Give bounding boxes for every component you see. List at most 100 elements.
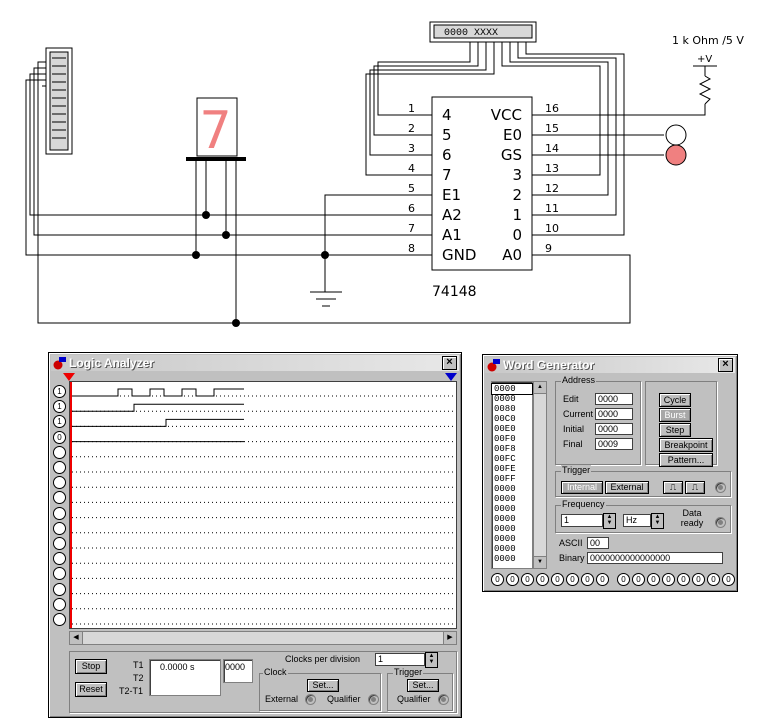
- probe-gs[interactable]: [665, 144, 687, 166]
- word-list-item[interactable]: 0080: [494, 404, 516, 414]
- bit-indicator[interactable]: 0: [506, 573, 519, 586]
- horizontal-scrollbar[interactable]: ◀ ▶: [69, 631, 457, 645]
- bit-indicator[interactable]: 0: [677, 573, 690, 586]
- hex-value: 0000: [225, 662, 246, 672]
- channel-probe[interactable]: 1: [53, 415, 66, 429]
- logic-analyzer-titlebar[interactable]: Logic Analyzer ×: [51, 355, 459, 371]
- word-list-item[interactable]: 0000: [494, 504, 516, 514]
- scroll-up-icon[interactable]: ▲: [534, 382, 546, 394]
- channel-probe[interactable]: [53, 461, 66, 474]
- bit-indicator[interactable]: 0: [647, 573, 660, 586]
- clocks-per-division-field[interactable]: 1: [375, 653, 425, 666]
- bit-indicator[interactable]: 0: [707, 573, 720, 586]
- word-list-item[interactable]: 0000: [494, 534, 516, 544]
- bit-indicator[interactable]: 0: [581, 573, 594, 586]
- clock-external-radio[interactable]: [305, 694, 316, 705]
- word-generator-titlebar[interactable]: Word Generator ×: [485, 357, 735, 373]
- channel-probe[interactable]: [53, 445, 66, 459]
- word-list-scrollbar[interactable]: ▲ ▼: [533, 381, 547, 569]
- word-list-item[interactable]: 00C0: [494, 414, 516, 424]
- external-button[interactable]: External: [605, 481, 649, 494]
- word-list-item[interactable]: 00FE: [494, 464, 516, 474]
- bit-indicator[interactable]: 0: [617, 573, 630, 586]
- stop-button[interactable]: Stop: [75, 659, 107, 674]
- word-list-item[interactable]: 0000: [494, 494, 516, 504]
- channel-probe[interactable]: [53, 521, 66, 535]
- clocks-spinner[interactable]: ▲▼: [425, 652, 438, 668]
- scroll-left-icon[interactable]: ◀: [70, 632, 83, 644]
- internal-button[interactable]: Internal: [561, 481, 603, 494]
- rising-edge-icon[interactable]: ⎍: [663, 481, 683, 494]
- t2-marker-icon[interactable]: [445, 373, 457, 381]
- reset-button[interactable]: Reset: [75, 682, 107, 697]
- bit-indicator[interactable]: 0: [521, 573, 534, 586]
- clock-qualifier-radio[interactable]: [368, 694, 379, 705]
- pattern-button[interactable]: Pattern...: [659, 453, 713, 467]
- word-list-item[interactable]: 00F0: [494, 434, 516, 444]
- trigger-radio[interactable]: [715, 482, 726, 493]
- word-list-item[interactable]: 00FF: [494, 474, 516, 484]
- edit-field[interactable]: 0000: [595, 393, 633, 405]
- channel-probe[interactable]: 0: [53, 430, 66, 444]
- frequency-unit-field[interactable]: Hz: [623, 514, 651, 527]
- falling-edge-icon[interactable]: ⎍: [685, 481, 705, 494]
- channel-probe[interactable]: 1: [53, 400, 66, 414]
- word-generator-connector[interactable]: 0000 XXXX: [429, 21, 537, 43]
- t1-marker-icon[interactable]: [63, 373, 75, 381]
- bit-indicator[interactable]: 0: [491, 573, 504, 586]
- channel-probe[interactable]: [53, 506, 66, 520]
- final-field[interactable]: 0009: [595, 438, 633, 450]
- initial-field[interactable]: 0000: [595, 423, 633, 435]
- bit-indicator[interactable]: 0: [632, 573, 645, 586]
- waveform-display[interactable]: [69, 381, 457, 629]
- step-button[interactable]: Step: [659, 423, 691, 437]
- bit-indicator[interactable]: 0: [596, 573, 609, 586]
- channel-probe[interactable]: [53, 597, 66, 611]
- ascii-field[interactable]: 00: [587, 537, 609, 549]
- burst-button[interactable]: Burst: [659, 408, 691, 422]
- scroll-right-icon[interactable]: ▶: [443, 632, 456, 644]
- word-list-item[interactable]: 00F8: [494, 444, 516, 454]
- word-list-item[interactable]: 00E0: [494, 424, 516, 434]
- word-list-item[interactable]: 0000: [494, 394, 516, 404]
- data-ready-radio[interactable]: [715, 517, 726, 528]
- channel-probe[interactable]: [53, 552, 66, 566]
- word-list-item[interactable]: 0000: [494, 524, 516, 534]
- word-list-item[interactable]: 0000: [494, 484, 516, 494]
- close-icon[interactable]: ×: [442, 356, 457, 370]
- channel-probe[interactable]: [53, 582, 66, 596]
- bit-indicator[interactable]: 0: [692, 573, 705, 586]
- probe-e0[interactable]: [665, 124, 687, 146]
- current-field[interactable]: 0000: [595, 408, 633, 420]
- bit-indicator[interactable]: 0: [551, 573, 564, 586]
- word-generator-icon[interactable]: [45, 47, 73, 155]
- word-list-item[interactable]: 0000: [494, 554, 516, 564]
- word-list-item[interactable]: 00FC: [494, 454, 516, 464]
- word-list-item[interactable]: 0000: [494, 544, 516, 554]
- channel-probe[interactable]: [53, 491, 66, 505]
- binary-field[interactable]: 0000000000000000: [587, 552, 723, 564]
- chip-74148[interactable]: 74148: [431, 96, 533, 300]
- breakpoint-button[interactable]: Breakpoint: [659, 438, 713, 452]
- channel-probe[interactable]: [53, 567, 66, 581]
- channel-probe[interactable]: [53, 476, 66, 490]
- clock-set-button[interactable]: Set...: [307, 679, 339, 692]
- cycle-button[interactable]: Cycle: [659, 393, 691, 407]
- frequency-unit-spinner[interactable]: ▲▼: [651, 513, 664, 529]
- bit-indicator[interactable]: 0: [566, 573, 579, 586]
- channel-probe[interactable]: [53, 537, 66, 550]
- frequency-spinner[interactable]: ▲▼: [603, 513, 616, 529]
- trigger-set-button[interactable]: Set...: [407, 679, 439, 692]
- close-icon[interactable]: ×: [718, 358, 733, 372]
- bit-indicator[interactable]: 0: [722, 573, 735, 586]
- trigger-qualifier-radio[interactable]: [438, 694, 449, 705]
- word-list-item[interactable]: 0000: [494, 514, 516, 524]
- bit-indicator[interactable]: 0: [662, 573, 675, 586]
- frequency-field[interactable]: 1: [561, 514, 603, 527]
- bit-indicator[interactable]: 0: [536, 573, 549, 586]
- word-list-item[interactable]: 0000: [491, 383, 533, 395]
- channel-probe[interactable]: 1: [53, 385, 66, 398]
- scroll-down-icon[interactable]: ▼: [534, 556, 546, 568]
- channel-probe[interactable]: [53, 613, 66, 626]
